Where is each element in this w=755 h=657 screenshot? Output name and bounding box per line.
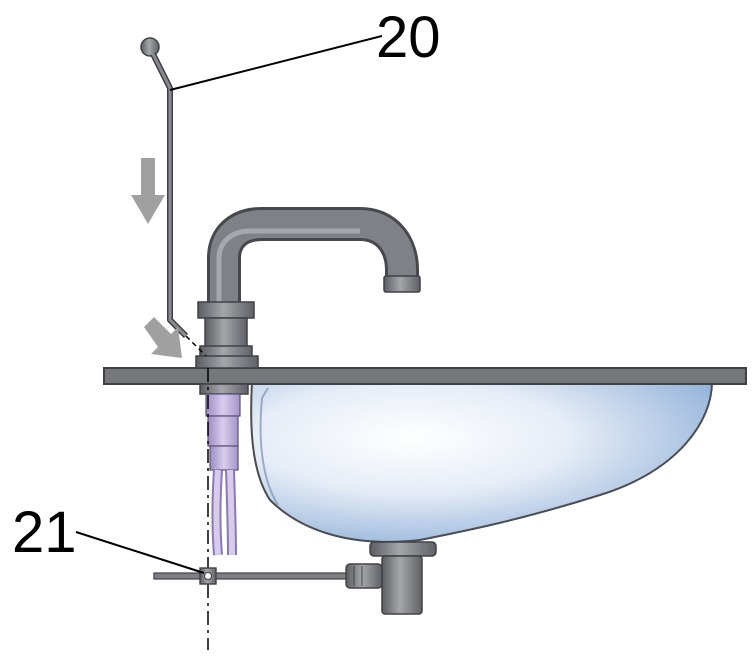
- faucet-spout: [207, 207, 421, 308]
- supply-hoses: [211, 469, 237, 556]
- callout-label-20: 20: [376, 5, 441, 70]
- callout-label-21: 21: [12, 500, 77, 565]
- faucet-shank: [199, 383, 249, 471]
- basin-drain: [369, 541, 437, 615]
- callout-leaders: [75, 35, 383, 574]
- basin: [250, 381, 714, 543]
- down-arrow-icon: [131, 158, 165, 224]
- faucet-base: [195, 301, 259, 369]
- countertop: [103, 367, 747, 385]
- diagonal-arrow-icon: [144, 317, 182, 358]
